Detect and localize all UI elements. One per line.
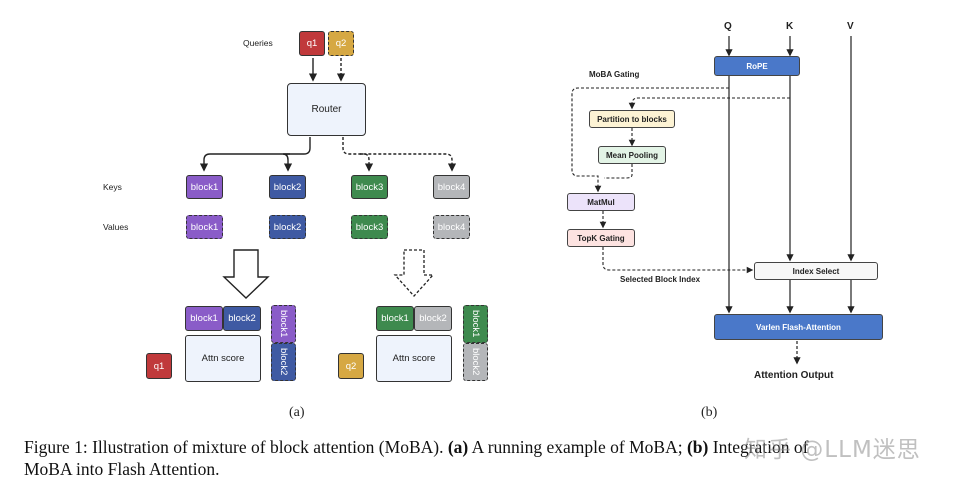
rope-block: RoPE	[714, 56, 800, 76]
arrow-router-block2	[282, 153, 293, 172]
arrow-router-block4	[360, 153, 374, 172]
key-block1: block1	[186, 175, 223, 199]
query-q1: q1	[299, 31, 325, 56]
attn-left-value-block1: block1	[271, 305, 296, 343]
queries-label: Queries	[243, 38, 273, 48]
caption-text-1: Illustration of mixture of block attenti…	[87, 437, 448, 457]
dash-meanpool-matmul	[604, 164, 633, 179]
attn-right-key-block2: block2	[414, 306, 452, 331]
dash-k-to-partition	[628, 97, 790, 110]
attn-right-query-q2: q2	[338, 353, 364, 379]
attn-left-key-block2: block2	[223, 306, 261, 331]
value-block3: block3	[351, 215, 388, 239]
attn-right-score: Attn score	[376, 335, 452, 382]
watermark: 知乎 @LLM迷思	[744, 437, 921, 463]
attn-left-key-block1: block1	[185, 306, 223, 331]
varlen-flash-attention: Varlen Flash-Attention	[714, 314, 883, 340]
caption-tag-a: (a)	[447, 437, 469, 457]
value-block4: block4	[433, 215, 470, 239]
keys-label: Keys	[103, 182, 122, 192]
mean-pooling: Mean Pooling	[598, 146, 666, 164]
key-block2: block2	[269, 175, 306, 199]
arrow-router-block1	[199, 137, 311, 172]
selected-block-index-label: Selected Block Index	[620, 275, 701, 284]
topk-gating: TopK Gating	[567, 229, 635, 247]
caption-prefix: Figure 1:	[24, 437, 88, 457]
subcaption-b: (b)	[701, 405, 718, 420]
moba-gating-title: MoBA Gating	[589, 70, 640, 79]
big-arrow-solid	[222, 249, 270, 299]
big-arrow-dashed	[393, 249, 435, 297]
attn-left-value-block2: block2	[271, 343, 296, 381]
query-q2: q2	[328, 31, 354, 56]
partition-to-blocks: Partition to blocks	[589, 110, 675, 128]
caption-text-3: Integration of	[708, 437, 809, 457]
key-block4: block4	[433, 175, 470, 199]
caption-tag-b: (b)	[686, 437, 709, 457]
attn-right-key-block1: block1	[376, 306, 414, 331]
attn-right-value-block2: block2	[463, 343, 488, 381]
arrow-router-block3	[342, 137, 457, 172]
attn-right-value-block1: block1	[463, 305, 488, 343]
input-q-label: Q	[724, 21, 732, 32]
dash-q-to-matmul	[571, 87, 729, 193]
input-k-label: K	[786, 21, 794, 32]
input-v-label: V	[847, 21, 854, 32]
attn-left-score: Attn score	[185, 335, 261, 382]
matmul: MatMul	[567, 193, 635, 211]
attn-left-query-q1: q1	[146, 353, 172, 379]
attention-output-label: Attention Output	[754, 370, 834, 381]
subcaption-a: (a)	[289, 405, 305, 420]
values-label: Values	[103, 222, 129, 232]
dash-topk-indexselect	[602, 247, 754, 274]
caption-text-2: A running example of MoBA;	[468, 437, 687, 457]
router: Router	[287, 83, 366, 136]
figure-caption-line2: MoBA into Flash Attention.	[24, 459, 220, 479]
figure-caption: Figure 1: Illustration of mixture of blo…	[24, 436, 964, 458]
key-block3: block3	[351, 175, 388, 199]
value-block1: block1	[186, 215, 223, 239]
index-select: Index Select	[754, 262, 878, 280]
value-block2: block2	[269, 215, 306, 239]
